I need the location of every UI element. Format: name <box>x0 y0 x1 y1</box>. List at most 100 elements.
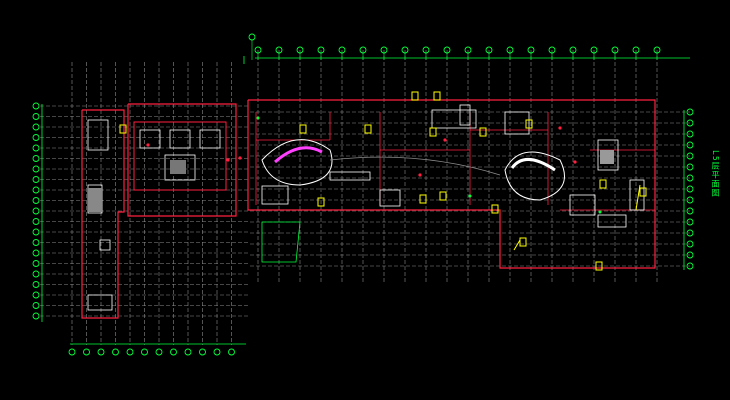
axis-bubble <box>32 312 40 320</box>
room-block <box>379 189 401 207</box>
axis-bubble <box>686 240 694 248</box>
marker-dot <box>256 116 260 120</box>
axis-bubble <box>32 281 40 288</box>
axis-bubble <box>686 229 694 237</box>
axis-bubble <box>686 196 694 204</box>
ramp <box>261 221 301 263</box>
axis-bubble <box>32 102 40 110</box>
annotation-marks <box>119 91 647 271</box>
annotation-mark <box>119 124 127 134</box>
marker-dot <box>146 143 150 147</box>
axis-bubble <box>32 270 40 278</box>
room-block <box>459 104 471 126</box>
axis-bubble <box>686 218 694 226</box>
room-block <box>597 214 627 228</box>
axis-bubble <box>686 251 694 259</box>
axis-bubble <box>32 260 40 267</box>
marker-dot <box>443 138 447 142</box>
axis-bubble <box>32 176 40 183</box>
core-room <box>133 121 227 191</box>
room-block <box>504 111 530 135</box>
axis-bubble <box>32 218 40 225</box>
axis-bubble <box>32 165 40 173</box>
escalator-left <box>274 146 323 164</box>
axis-bubble <box>686 207 694 215</box>
atrium-left <box>261 139 333 186</box>
annotation-mark <box>429 127 437 137</box>
marker-dot <box>468 194 472 198</box>
annotation-mark <box>439 191 447 201</box>
room-block <box>139 129 161 149</box>
room-block <box>87 119 109 151</box>
annotation-mark <box>491 204 499 214</box>
marker-dot <box>226 158 230 162</box>
axis-bubble <box>155 348 163 356</box>
annotation-mark <box>411 91 419 101</box>
marker-dot <box>573 160 577 164</box>
marker-dot <box>598 210 602 214</box>
axis-bubble <box>686 163 694 171</box>
room-block <box>99 239 111 251</box>
axis-bubble <box>686 174 694 182</box>
building-outline <box>81 99 656 319</box>
circulation-curve <box>329 156 501 176</box>
axis-bubble <box>170 348 177 356</box>
axis-bubble <box>686 185 694 193</box>
annotation-mark <box>419 194 427 204</box>
axis-bubble <box>32 186 40 194</box>
annotation-mark <box>595 261 603 271</box>
annotation-mark <box>433 91 441 101</box>
axis-bubble <box>248 33 256 41</box>
axis-bubble <box>32 249 40 257</box>
axis-bubble <box>686 141 694 149</box>
axis-bubble <box>686 262 694 270</box>
axis-bubble <box>32 207 40 215</box>
axis-bubble <box>32 113 40 120</box>
core-fill <box>600 150 614 164</box>
annotation-mark <box>317 197 325 207</box>
room-block <box>629 179 645 211</box>
marker-dot <box>558 126 562 130</box>
axis-bubble <box>68 348 76 356</box>
axis-grid-lines <box>40 50 690 345</box>
axis-bubble <box>686 119 694 127</box>
wing-wall <box>81 109 125 319</box>
axis-bubble <box>184 348 192 356</box>
axis-bubble <box>213 348 221 356</box>
shaft-fill <box>88 188 102 212</box>
room-block <box>329 171 371 181</box>
room-block <box>431 109 477 129</box>
axis-bubble <box>97 348 105 356</box>
annotation-mark <box>519 237 527 247</box>
axis-bubble <box>686 108 694 116</box>
axis-bubble <box>32 134 40 141</box>
axis-bubble <box>32 228 40 236</box>
axis-bubble <box>141 348 148 356</box>
annotation-mark <box>479 127 487 137</box>
axis-bubble <box>199 348 206 356</box>
core-wall <box>127 103 237 217</box>
axis-bubble <box>32 144 40 152</box>
room-block <box>164 154 196 181</box>
room-block <box>261 185 289 205</box>
axis-bubble <box>228 348 235 356</box>
annotation-mark <box>364 124 372 134</box>
marker-dot <box>238 156 242 160</box>
axis-bubble <box>32 239 40 246</box>
room-block <box>87 294 113 311</box>
axis-bubble <box>32 291 40 299</box>
annotation-mark <box>639 187 647 197</box>
axis-bubble <box>32 123 40 131</box>
axis-bubble <box>686 152 694 160</box>
axis-bubble <box>32 197 40 204</box>
room-block <box>597 139 619 171</box>
marker-dot <box>418 173 422 177</box>
annotation-leader <box>513 239 521 251</box>
room-block <box>169 129 191 149</box>
axis-bubble <box>83 348 90 356</box>
axis-bubbles <box>32 33 694 356</box>
axis-bubble <box>126 348 134 356</box>
annotation-mark <box>599 179 607 189</box>
axis-bubble <box>32 302 40 309</box>
